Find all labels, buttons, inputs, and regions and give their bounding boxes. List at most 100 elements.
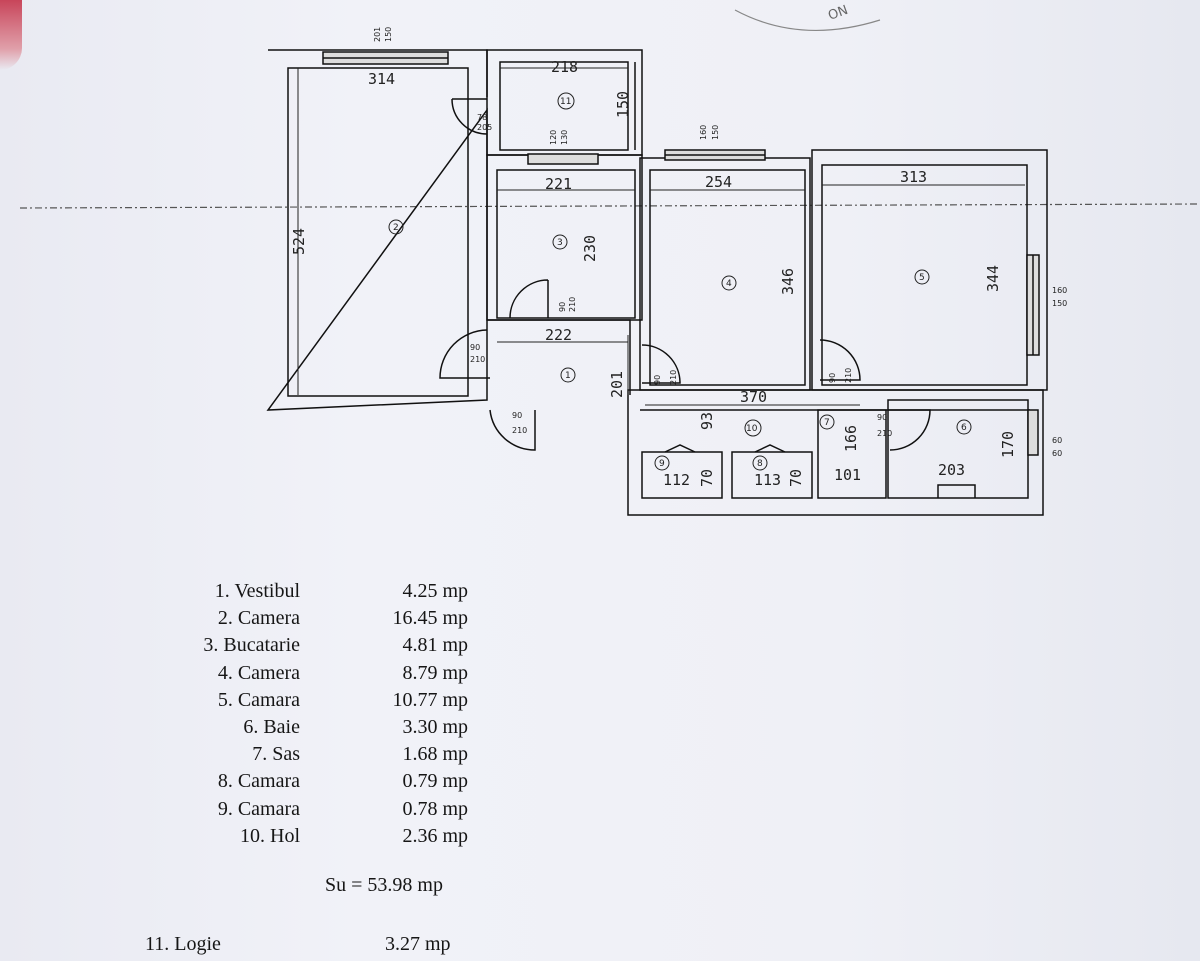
door-entrance-a: 90 <box>512 411 522 420</box>
room-row: 2. Camera 16.45 mp <box>140 605 500 632</box>
dim-222: 222 <box>545 326 572 344</box>
stamp-seal-text: ON <box>826 3 850 24</box>
room-number-10: 10 <box>746 424 758 434</box>
room-row: 5. Camara 10.77 mp <box>140 687 500 714</box>
dim-112: 112 <box>663 471 690 489</box>
dim-166: 166 <box>842 425 860 452</box>
window-11-b: 130 <box>560 130 569 145</box>
room-num: 1. <box>214 580 230 602</box>
dim-230: 230 <box>581 235 599 262</box>
room-name: Bucatarie <box>223 634 300 657</box>
door-5-a: 90 <box>828 373 837 383</box>
room-area: 4.25 mp <box>402 580 468 602</box>
dim-170: 170 <box>999 431 1017 458</box>
window-right-a: 160 <box>1052 286 1067 295</box>
room-row: 3. Bucatarie 4.81 mp <box>140 632 500 659</box>
room-number-4: 4 <box>726 279 732 289</box>
room-name: Camara <box>237 688 300 711</box>
dim-254: 254 <box>705 173 732 191</box>
door-3-b: 210 <box>568 297 577 312</box>
room-row: 8. Camara 0.79 mp <box>140 768 500 795</box>
door-6-b: 210 <box>877 429 892 438</box>
room-area: 2.36 mp <box>402 824 468 847</box>
window-11-a: 120 <box>549 130 558 145</box>
room-area: 8.79 mp <box>402 661 468 684</box>
room-num: 8. <box>217 770 233 793</box>
room-number-7: 7 <box>824 418 830 428</box>
fold-line <box>19 203 1200 209</box>
room-number-11: 11 <box>560 97 571 107</box>
dim-93: 93 <box>698 412 716 430</box>
door-11-a: 78 <box>477 113 487 122</box>
room-number-5: 5 <box>919 273 925 283</box>
room-number-3: 3 <box>557 238 563 248</box>
room-name: Camera <box>237 661 300 684</box>
dim-113: 113 <box>754 471 781 489</box>
room-num: 10. <box>240 824 265 847</box>
window-mid-b: 150 <box>711 125 720 140</box>
logia-name: Logie <box>174 933 221 955</box>
room-num: 4. <box>217 661 233 684</box>
room-num: 7. <box>252 743 268 766</box>
room-number-9: 9 <box>659 459 665 469</box>
dim-370: 370 <box>740 388 767 406</box>
window-top-b: 150 <box>384 27 393 42</box>
dim-313: 313 <box>900 168 927 186</box>
dimension-lines <box>297 67 1025 406</box>
door-4-b: 210 <box>669 370 678 385</box>
room-row: 6. Baie 3.30 mp <box>140 714 500 741</box>
walls <box>266 49 1048 516</box>
room-area: 3.30 mp <box>402 715 468 738</box>
door-2-b: 210 <box>470 355 485 364</box>
room-name: Vestibul <box>234 580 300 602</box>
dim-314: 314 <box>368 70 395 88</box>
window-small-a: 60 <box>1052 436 1062 445</box>
room-num: 3. <box>203 634 219 657</box>
dim-344: 344 <box>984 265 1002 292</box>
window-top-a: 201 <box>373 27 382 42</box>
room-area: 1.68 mp <box>402 743 468 766</box>
logia-num: 11. <box>145 933 170 955</box>
dim-70-a: 70 <box>698 469 716 487</box>
logia-area: 3.27 mp <box>385 933 451 955</box>
room-row: 10. Hol 2.36 mp <box>140 823 500 850</box>
dim-346: 346 <box>779 268 797 295</box>
room-name: Camera <box>237 607 300 630</box>
room-name: Baie <box>263 715 300 738</box>
door-entrance-b: 210 <box>512 426 527 435</box>
room-area: 0.78 mp <box>402 797 468 820</box>
room-number-1: 1 <box>565 371 571 381</box>
room-area-list: 1. Vestibul 4.25 mp 2. Camera 16.45 mp 3. … <box>140 578 500 850</box>
stamp-seal <box>734 9 881 31</box>
room-number-6: 6 <box>961 423 967 433</box>
usable-area-total: Su = 53.98 mp <box>325 874 443 896</box>
room-row: 4. Camera 8.79 mp <box>140 660 500 687</box>
dim-203: 203 <box>938 461 965 479</box>
room-name: Camara <box>237 770 300 793</box>
window-mid-a: 160 <box>699 125 708 140</box>
dim-524: 524 <box>290 228 308 255</box>
room-area: 0.79 mp <box>402 770 468 793</box>
room-num: 6. <box>243 715 259 738</box>
door-2-a: 90 <box>470 343 480 352</box>
dim-221: 221 <box>545 175 572 193</box>
room-num: 5. <box>217 688 233 711</box>
room-area: 4.81 mp <box>402 634 468 657</box>
window-right-b: 150 <box>1052 299 1067 308</box>
room-area: 10.77 mp <box>392 688 468 711</box>
dim-218: 218 <box>551 58 578 76</box>
room-area: 16.45 mp <box>392 607 468 630</box>
door-4-a: 90 <box>653 375 662 385</box>
door-11-b: 205 <box>477 123 492 132</box>
dim-201: 201 <box>608 371 626 398</box>
door-6-a: 90 <box>877 413 887 422</box>
room-num: 2. <box>217 607 233 630</box>
room-name: Hol <box>270 824 300 847</box>
dim-101: 101 <box>834 466 861 484</box>
door-5-b: 210 <box>844 368 853 383</box>
room-name: Camara <box>237 797 300 820</box>
